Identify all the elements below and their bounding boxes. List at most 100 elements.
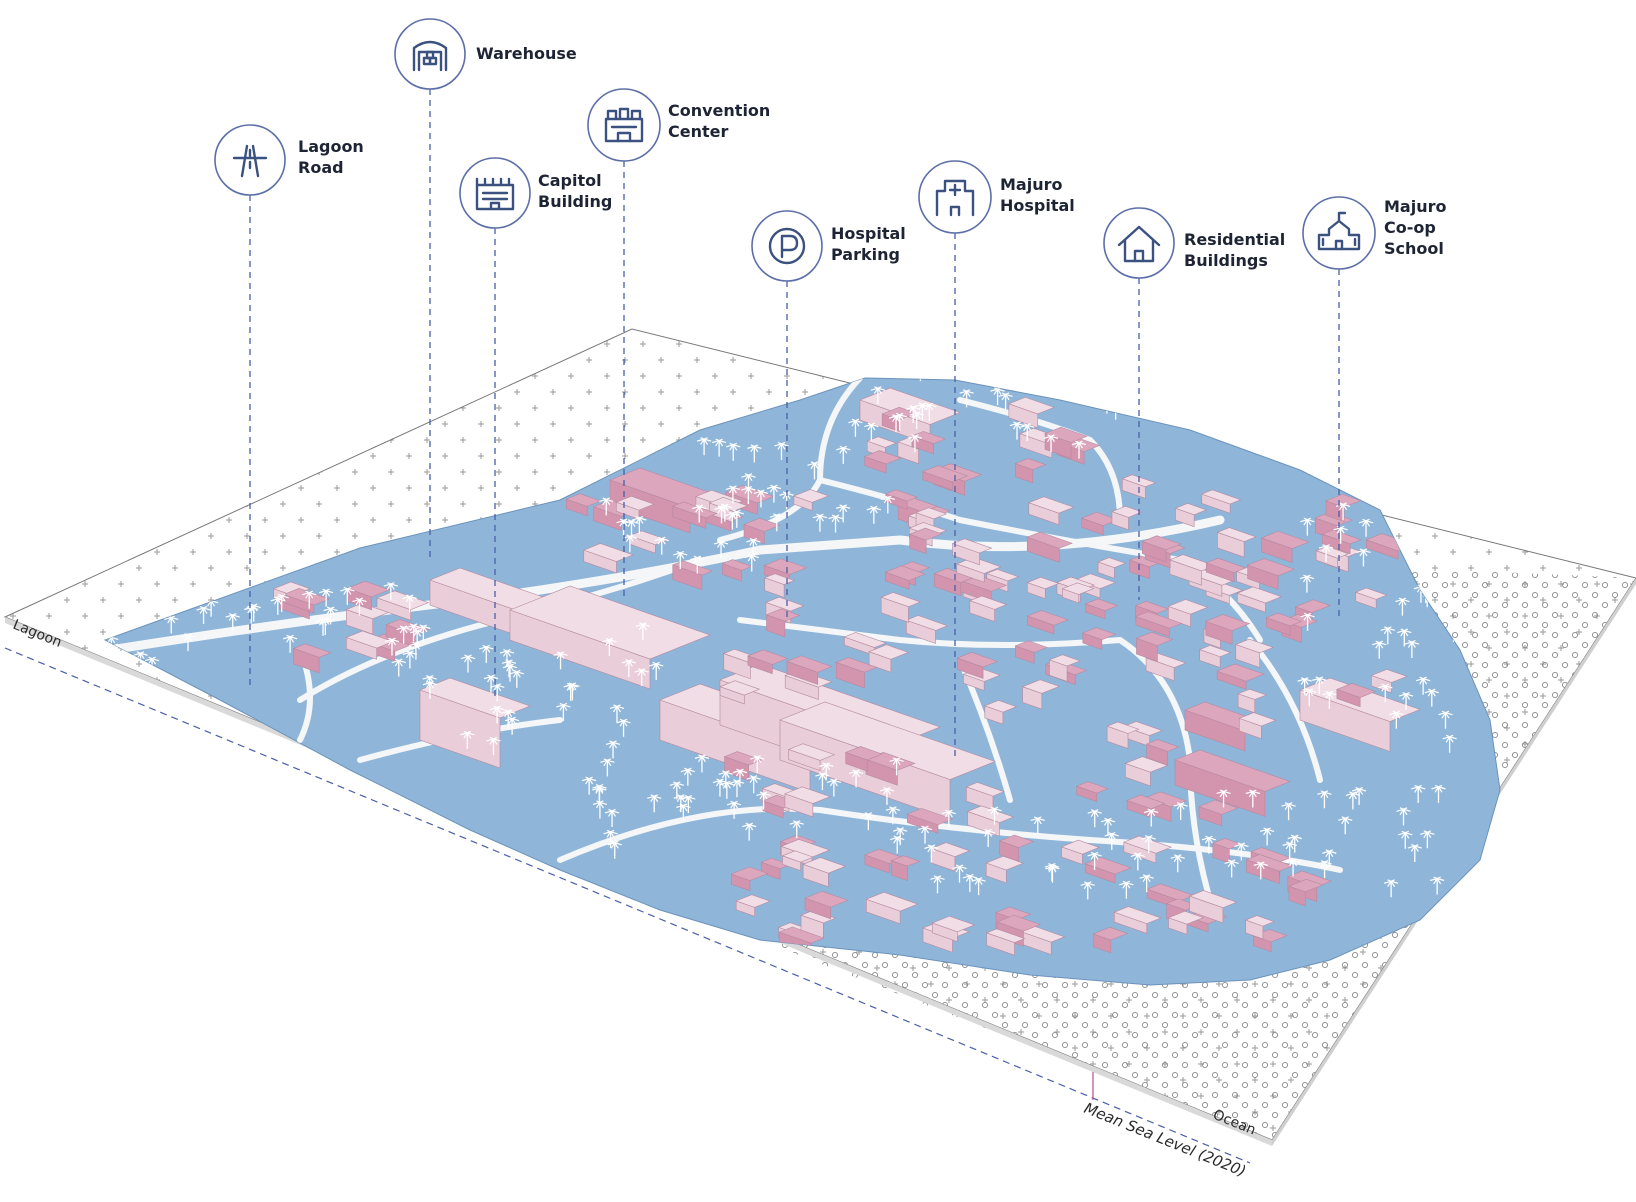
building-block <box>671 501 718 529</box>
building-block <box>965 782 1005 811</box>
building-block <box>800 910 837 939</box>
house-icon <box>1117 225 1161 263</box>
palm-tree <box>604 808 620 827</box>
building-block <box>1126 794 1166 818</box>
palm-tree <box>1009 421 1025 440</box>
building-block <box>865 891 919 925</box>
building-block <box>1113 906 1162 934</box>
palm-tree <box>1438 710 1453 729</box>
palm-tree <box>669 781 685 800</box>
palm-tree <box>959 389 974 408</box>
palm-tree <box>1151 346 1165 363</box>
palm-tree <box>1170 854 1185 873</box>
palm-tree <box>1356 548 1371 567</box>
palm-tree <box>592 785 607 805</box>
building-block <box>880 592 922 623</box>
building-block <box>908 527 943 555</box>
building-block <box>844 746 883 772</box>
building-block <box>1026 576 1060 600</box>
palm-tree <box>880 495 895 514</box>
palm-tree <box>696 437 712 456</box>
palm-tree <box>1056 378 1058 384</box>
palm-tree <box>318 588 334 607</box>
palm-tree <box>647 794 662 813</box>
palm-tree <box>1302 688 1317 707</box>
building-block <box>1244 915 1275 940</box>
building-block <box>747 649 789 675</box>
palm-tree <box>1300 517 1315 536</box>
palm-tree <box>501 709 516 728</box>
palm-tree <box>864 422 879 441</box>
palm-tree <box>621 658 637 677</box>
palm-tree <box>680 767 696 786</box>
road-segment <box>1247 637 1323 783</box>
palm-tree <box>1338 816 1353 835</box>
palm-tree <box>1317 790 1332 809</box>
building-block <box>1145 739 1180 766</box>
building-block <box>1135 631 1174 662</box>
palm-tree <box>605 740 621 759</box>
palm-tree <box>1318 544 1334 563</box>
palm-tree <box>396 625 411 644</box>
palm-tree <box>225 613 240 632</box>
palm-tree <box>1398 830 1413 849</box>
palm-tree <box>1398 692 1414 711</box>
building-block <box>1200 489 1242 514</box>
building-block <box>905 615 949 644</box>
palm-tree <box>848 418 863 437</box>
building-block <box>1211 838 1243 864</box>
building-block <box>884 489 919 510</box>
palm-tree <box>769 513 784 532</box>
palm-tree <box>889 757 904 776</box>
palm-tree <box>1396 807 1411 826</box>
building-block <box>1008 396 1055 429</box>
marker-ring <box>587 88 661 162</box>
palm-tree <box>980 828 996 847</box>
palm-tree <box>962 873 978 892</box>
palm-tree <box>1407 844 1422 863</box>
palm-tree <box>556 702 571 721</box>
building-block <box>1167 599 1209 628</box>
palm-tree <box>274 593 289 612</box>
palm-tree <box>938 343 952 360</box>
palm-tree <box>673 550 688 569</box>
palm-tree <box>1245 789 1260 808</box>
building-block <box>376 590 430 621</box>
building-block <box>985 928 1026 956</box>
palm-tree <box>509 669 525 688</box>
palm-tree <box>987 806 1002 825</box>
palm-tree <box>416 624 431 643</box>
palm-tree <box>692 504 707 523</box>
palm-tree <box>726 800 742 819</box>
palm-tree <box>1424 688 1439 707</box>
building-block <box>930 842 971 872</box>
palm-tree <box>1287 834 1302 853</box>
palm-tree <box>483 674 499 693</box>
palm-tree <box>1139 874 1154 893</box>
palm-tree <box>732 768 748 787</box>
building-block <box>1167 910 1205 935</box>
palm-tree <box>807 461 822 480</box>
palm-tree <box>384 637 400 656</box>
palm-tree <box>282 634 298 653</box>
marker-ring <box>751 210 823 282</box>
palm-tree <box>718 770 733 789</box>
palm-tree <box>711 438 727 457</box>
building-block <box>1027 496 1075 526</box>
building-block <box>1061 582 1095 604</box>
building-block <box>956 652 999 679</box>
palm-tree <box>1282 841 1297 860</box>
palm-tree <box>318 616 333 635</box>
palm-tree <box>352 597 367 616</box>
palm-tree <box>340 586 355 605</box>
palm-tree <box>892 827 908 846</box>
palm-tree <box>391 658 406 677</box>
palm-tree <box>918 358 932 375</box>
building-block <box>1014 640 1048 664</box>
building-block <box>793 489 830 511</box>
school-icon <box>1317 211 1361 251</box>
palm-tree <box>892 412 907 431</box>
building-block <box>1188 890 1238 924</box>
building-block <box>1236 586 1283 613</box>
